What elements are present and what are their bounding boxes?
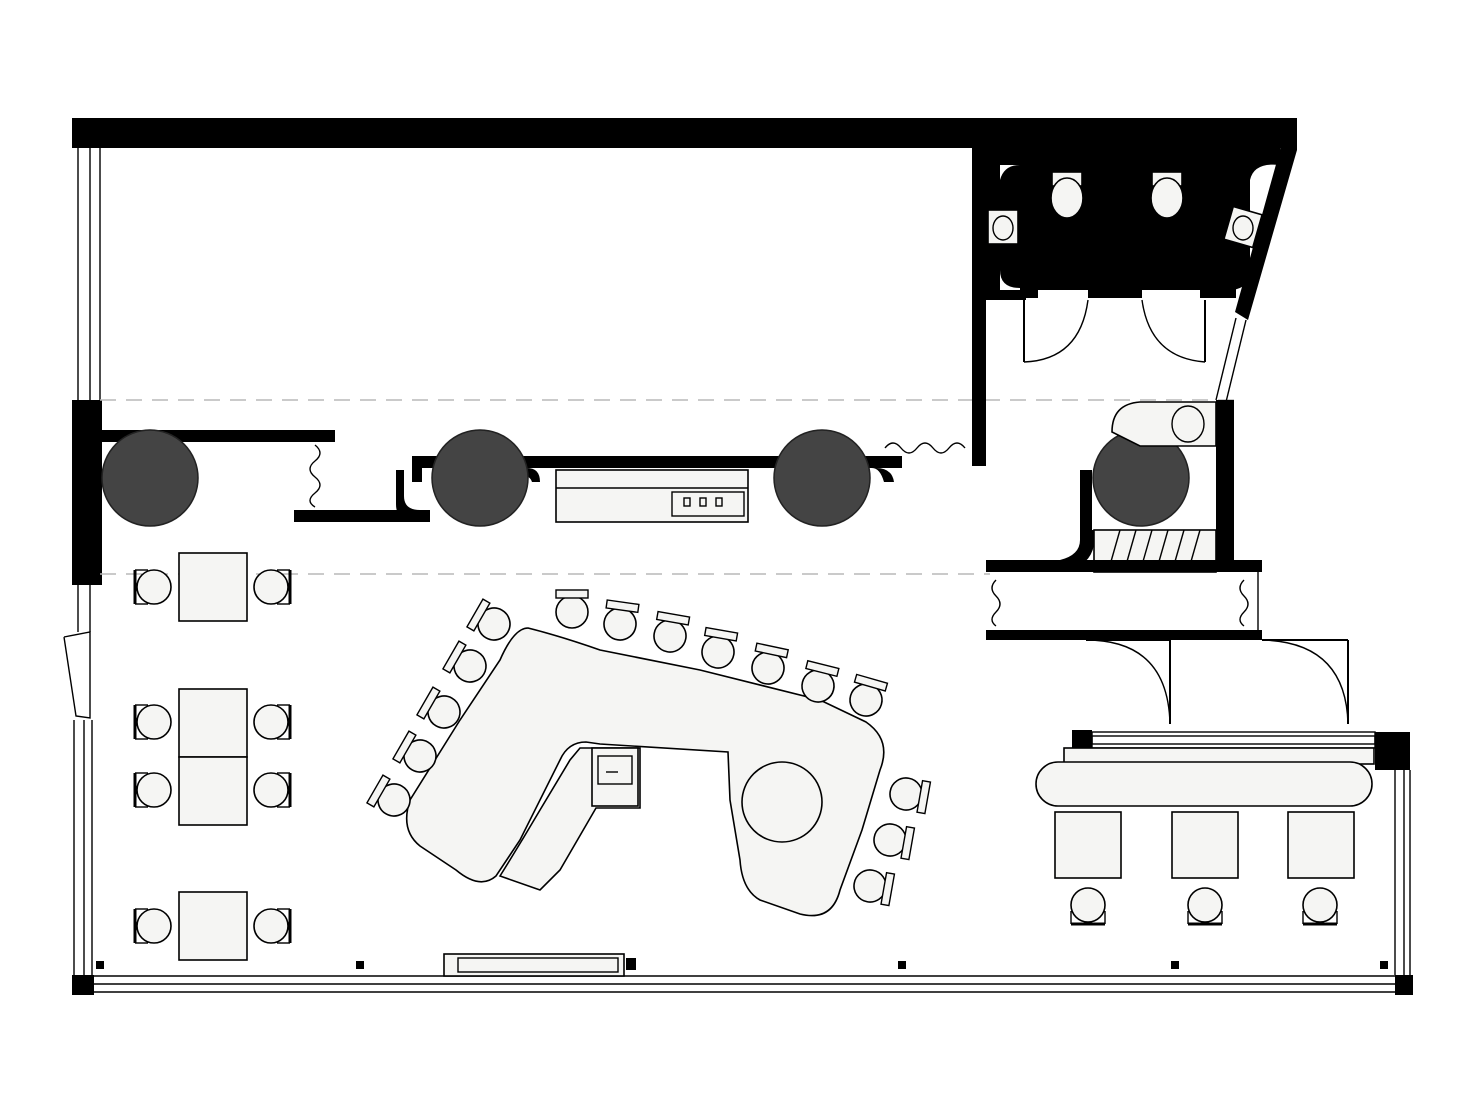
radiator xyxy=(443,953,636,977)
column xyxy=(773,429,871,527)
dining-chair xyxy=(252,703,292,741)
right-glazing xyxy=(1375,732,1411,975)
exterior-walls xyxy=(72,118,1413,995)
seat xyxy=(1186,886,1224,926)
dining-table xyxy=(178,552,248,622)
seat xyxy=(1301,886,1339,926)
dining-table xyxy=(178,688,248,758)
stool xyxy=(601,599,640,643)
column xyxy=(101,429,199,527)
service-counter xyxy=(555,469,749,523)
window-counter xyxy=(1035,730,1376,879)
stool xyxy=(870,820,916,861)
entrance-doors xyxy=(1085,639,1349,725)
stool xyxy=(466,598,517,647)
column xyxy=(431,429,529,527)
central-bar xyxy=(405,627,885,917)
stool xyxy=(698,626,739,672)
stool xyxy=(845,673,889,721)
stool xyxy=(850,866,896,907)
dining-table xyxy=(178,891,248,961)
stool xyxy=(442,640,493,689)
stool xyxy=(555,589,589,629)
dining-area xyxy=(133,552,292,961)
dining-chair xyxy=(133,907,173,945)
restrooms xyxy=(986,148,1280,403)
dining-chair xyxy=(252,907,292,945)
stair-block xyxy=(972,400,1262,640)
stool xyxy=(748,642,790,688)
dining-chair xyxy=(252,568,292,606)
seat xyxy=(1069,886,1107,926)
structural-columns xyxy=(101,429,1190,527)
dining-chair xyxy=(133,771,173,809)
dining-chair xyxy=(133,703,173,741)
dining-chair xyxy=(252,771,292,809)
stool xyxy=(650,610,691,656)
stool xyxy=(886,774,932,815)
dining-chair xyxy=(133,568,173,606)
left-glazing xyxy=(63,148,101,975)
window-counter-seats xyxy=(1069,886,1339,926)
bottom-glazing xyxy=(94,961,1395,993)
dining-table xyxy=(178,756,248,826)
